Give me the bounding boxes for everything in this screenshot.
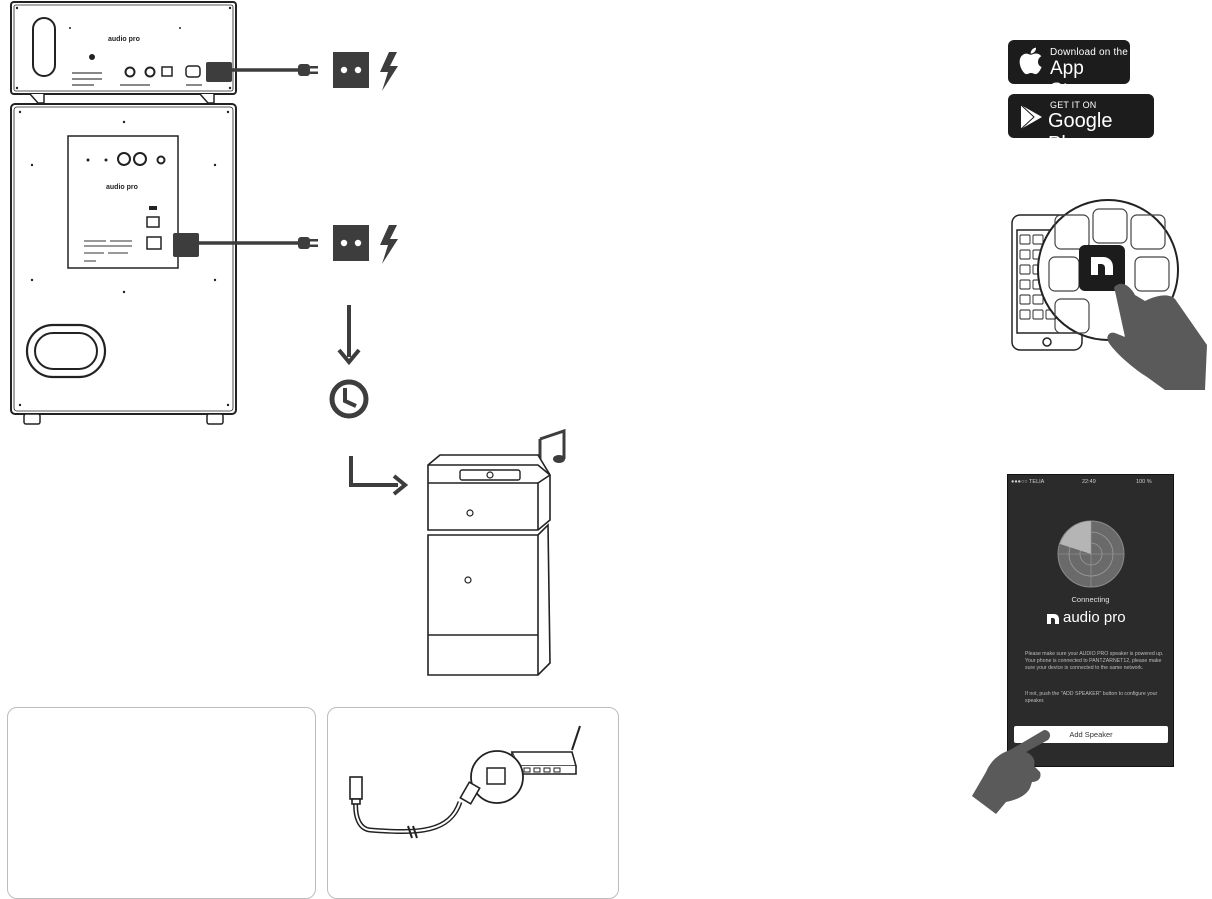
google-play-big-text: Google Play [1048,110,1113,155]
brand-name-text: audio pro [1063,609,1126,626]
speaker-brand-label-sub: audio pro [106,184,138,191]
ethernet-cable-icon [349,776,481,839]
app-store-badge[interactable]: Download on the App Store [1008,40,1130,101]
open-app-illustration [1011,199,1207,390]
instructions-text: Please make sure your AUDIO PRO speaker … [1025,651,1164,672]
app-store-small-text: Download on the [1050,47,1129,58]
ethernet-illustration [349,725,581,839]
zoom-circle [470,750,524,804]
arrow-turn-icon [349,456,409,496]
status-time: 22:49 [1082,479,1096,485]
ethernet-port-icon [486,767,506,785]
power-cable-sub [173,233,318,257]
subwoofer-rear [10,103,237,425]
ethernet-panel [327,707,619,899]
power-cable-top [206,62,318,82]
hand-icon [1107,283,1207,390]
google-play-small-text: GET IT ON [1050,100,1097,110]
power-socket-top [333,52,398,91]
speaker-stack-front [427,454,551,676]
connecting-text: Connecting [1071,595,1110,604]
status-carrier: ●●●○○ TELIA [1011,479,1045,485]
add-speaker-button[interactable]: Add Speaker [1014,726,1168,743]
instructions-text-2: If not, push the "ADD SPEAKER" button to… [1025,691,1158,705]
power-socket-sub [333,225,398,264]
phone-app-screen: ●●●○○ TELIA 22:49 100 % Connecting audio… [1007,474,1174,767]
blank-panel [7,707,316,899]
speaker-brand-label-top: audio pro [108,36,140,43]
radar-icon [1057,520,1125,588]
top-speaker-rear [10,1,237,104]
apple-icon [1019,47,1042,75]
status-battery: 100 % [1136,479,1152,485]
speaker-front-illustration [349,428,566,676]
hand-icon [972,730,1051,814]
play-icon [1020,104,1042,130]
clock-icon [329,379,369,419]
speaker-stack-illustration [10,1,398,425]
arrow-down-icon [337,305,361,366]
audio-pro-app-icon [1079,245,1125,291]
router-icon [510,725,581,775]
brand-logo-icon [1046,611,1060,625]
google-play-badge[interactable]: GET IT ON Google Play [1008,94,1154,155]
